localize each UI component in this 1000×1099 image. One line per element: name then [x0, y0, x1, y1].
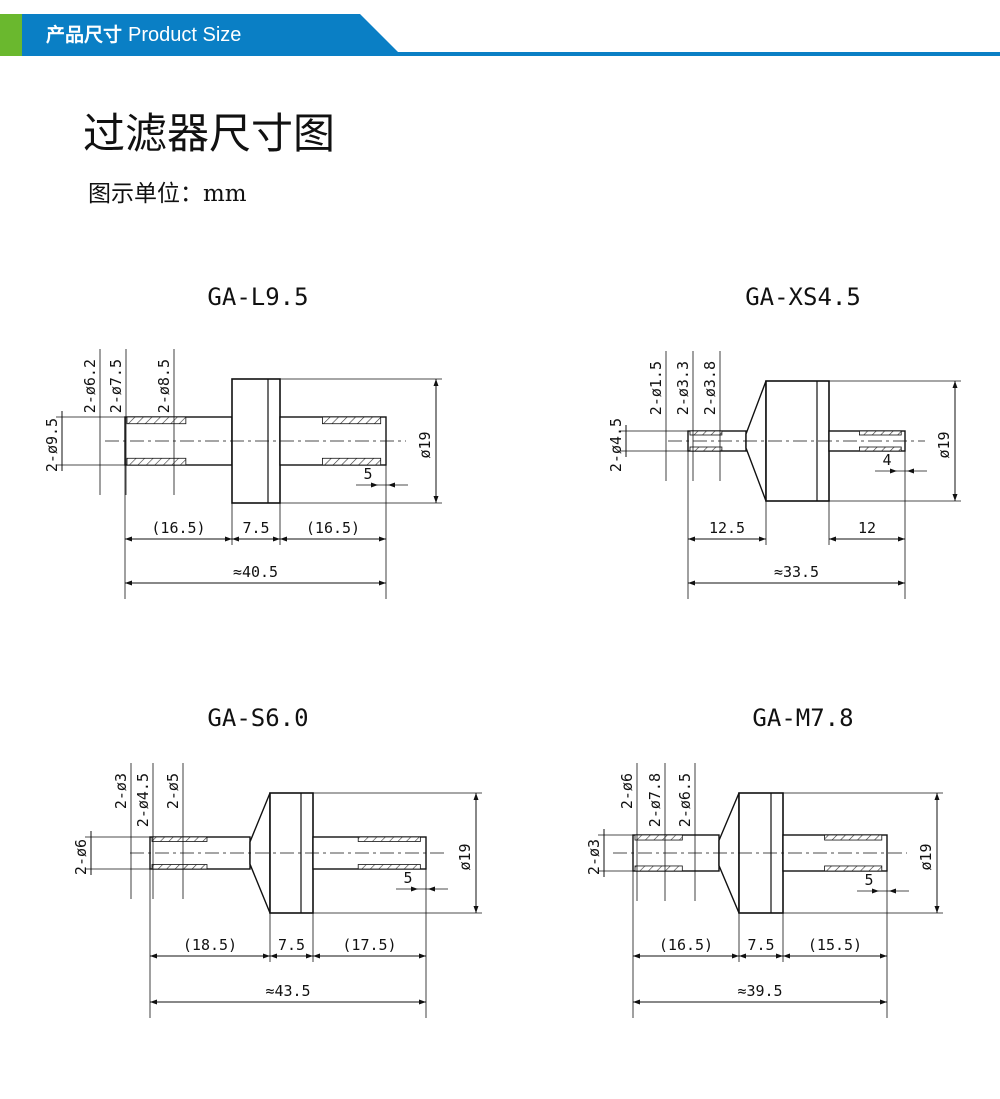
left-wall-bottom: [634, 865, 683, 872]
left-wall-top: [634, 834, 683, 841]
barb-length: 5: [864, 871, 873, 889]
left-wall-bottom: [151, 864, 208, 870]
flange-diameter: ø19: [917, 843, 935, 870]
length-right: (15.5): [808, 936, 862, 954]
port-diameter: 2-ø1.5: [647, 361, 665, 415]
drawing-ga-m7-8: GA-M7.8 ø19 5 2-ø6 2-ø7.8 2-ø6.5 2-ø3 (16.5) 7.5…: [585, 704, 943, 1018]
model-label: GA-S6.0: [207, 704, 308, 732]
right-wall-top: [824, 834, 883, 841]
overall-length: ≈39.5: [737, 982, 782, 1000]
length-right: 12: [858, 519, 876, 537]
section-title-cn: 产品尺寸: [46, 24, 123, 46]
side-diameter: 2-ø4.5: [607, 418, 625, 472]
barb-length: 5: [363, 465, 372, 483]
drawing-ga-xs4-5: GA-XS4.5 ø19 4 2-ø1.5 2-ø3.3 2-ø3.8 2-ø4.5 12.5…: [607, 283, 961, 599]
overall-length: ≈33.5: [774, 563, 819, 581]
left-wall-bottom: [689, 446, 723, 452]
port-diameter: 2-ø6.5: [676, 773, 694, 827]
left-wall-top: [126, 416, 187, 425]
port-diameter: 2-ø3: [112, 773, 130, 809]
length-left: (16.5): [659, 936, 713, 954]
model-label: GA-XS4.5: [745, 283, 861, 311]
length-left: 12.5: [709, 519, 745, 537]
flange-diameter: ø19: [456, 843, 474, 870]
right-wall-top: [321, 416, 382, 425]
port-diameter: 2-ø3.8: [701, 361, 719, 415]
header-accent: [0, 14, 22, 56]
header-bar: [0, 14, 1000, 56]
port-diameter: 2-ø4.5: [134, 773, 152, 827]
unit-label: 图示单位：mm: [88, 181, 247, 207]
right-wall-top: [357, 836, 421, 842]
port-diameter: 2-ø8.5: [155, 359, 173, 413]
port-diameter: 2-ø5: [164, 773, 182, 809]
left-wall-top: [689, 430, 723, 436]
length-right: (16.5): [306, 519, 360, 537]
length-left: (16.5): [151, 519, 205, 537]
overall-length: ≈43.5: [265, 982, 310, 1000]
barb-length: 4: [882, 451, 891, 469]
right-wall-bottom: [859, 446, 902, 452]
flange-diameter: ø19: [935, 431, 953, 458]
flange-diameter: ø19: [416, 431, 434, 458]
model-label: GA-L9.5: [207, 283, 308, 311]
side-diameter: 2-ø9.5: [43, 418, 61, 472]
right-wall-bottom: [824, 865, 883, 872]
model-label: GA-M7.8: [752, 704, 853, 732]
right-wall-bottom: [321, 457, 382, 466]
port-diameter: 2-ø7.8: [646, 773, 664, 827]
side-diameter: 2-ø6: [72, 839, 90, 875]
length-flange: 7.5: [242, 519, 269, 537]
port-diameter: 2-ø7.5: [107, 359, 125, 413]
left-wall-top: [151, 836, 208, 842]
port-diameter: 2-ø6.2: [81, 359, 99, 413]
left-wall-bottom: [126, 457, 187, 466]
side-diameter: 2-ø3: [585, 839, 603, 875]
drawing-ga-l9-5: GA-L9.5 ø19 5 2-ø6.2 2-ø7.5 2-ø8.5 2-ø9.5 (16.5…: [43, 283, 442, 599]
section-title-en: Product Size: [128, 24, 242, 46]
right-wall-bottom: [357, 864, 421, 870]
right-wall-top: [859, 430, 902, 436]
port-diameter: 2-ø6: [618, 773, 636, 809]
length-right: (17.5): [342, 936, 396, 954]
length-flange: 7.5: [278, 936, 305, 954]
length-left: (18.5): [183, 936, 237, 954]
page-title: 过滤器尺寸图: [83, 109, 336, 158]
overall-length: ≈40.5: [233, 563, 278, 581]
barb-length: 5: [403, 869, 412, 887]
length-flange: 7.5: [747, 936, 774, 954]
port-diameter: 2-ø3.3: [674, 361, 692, 415]
